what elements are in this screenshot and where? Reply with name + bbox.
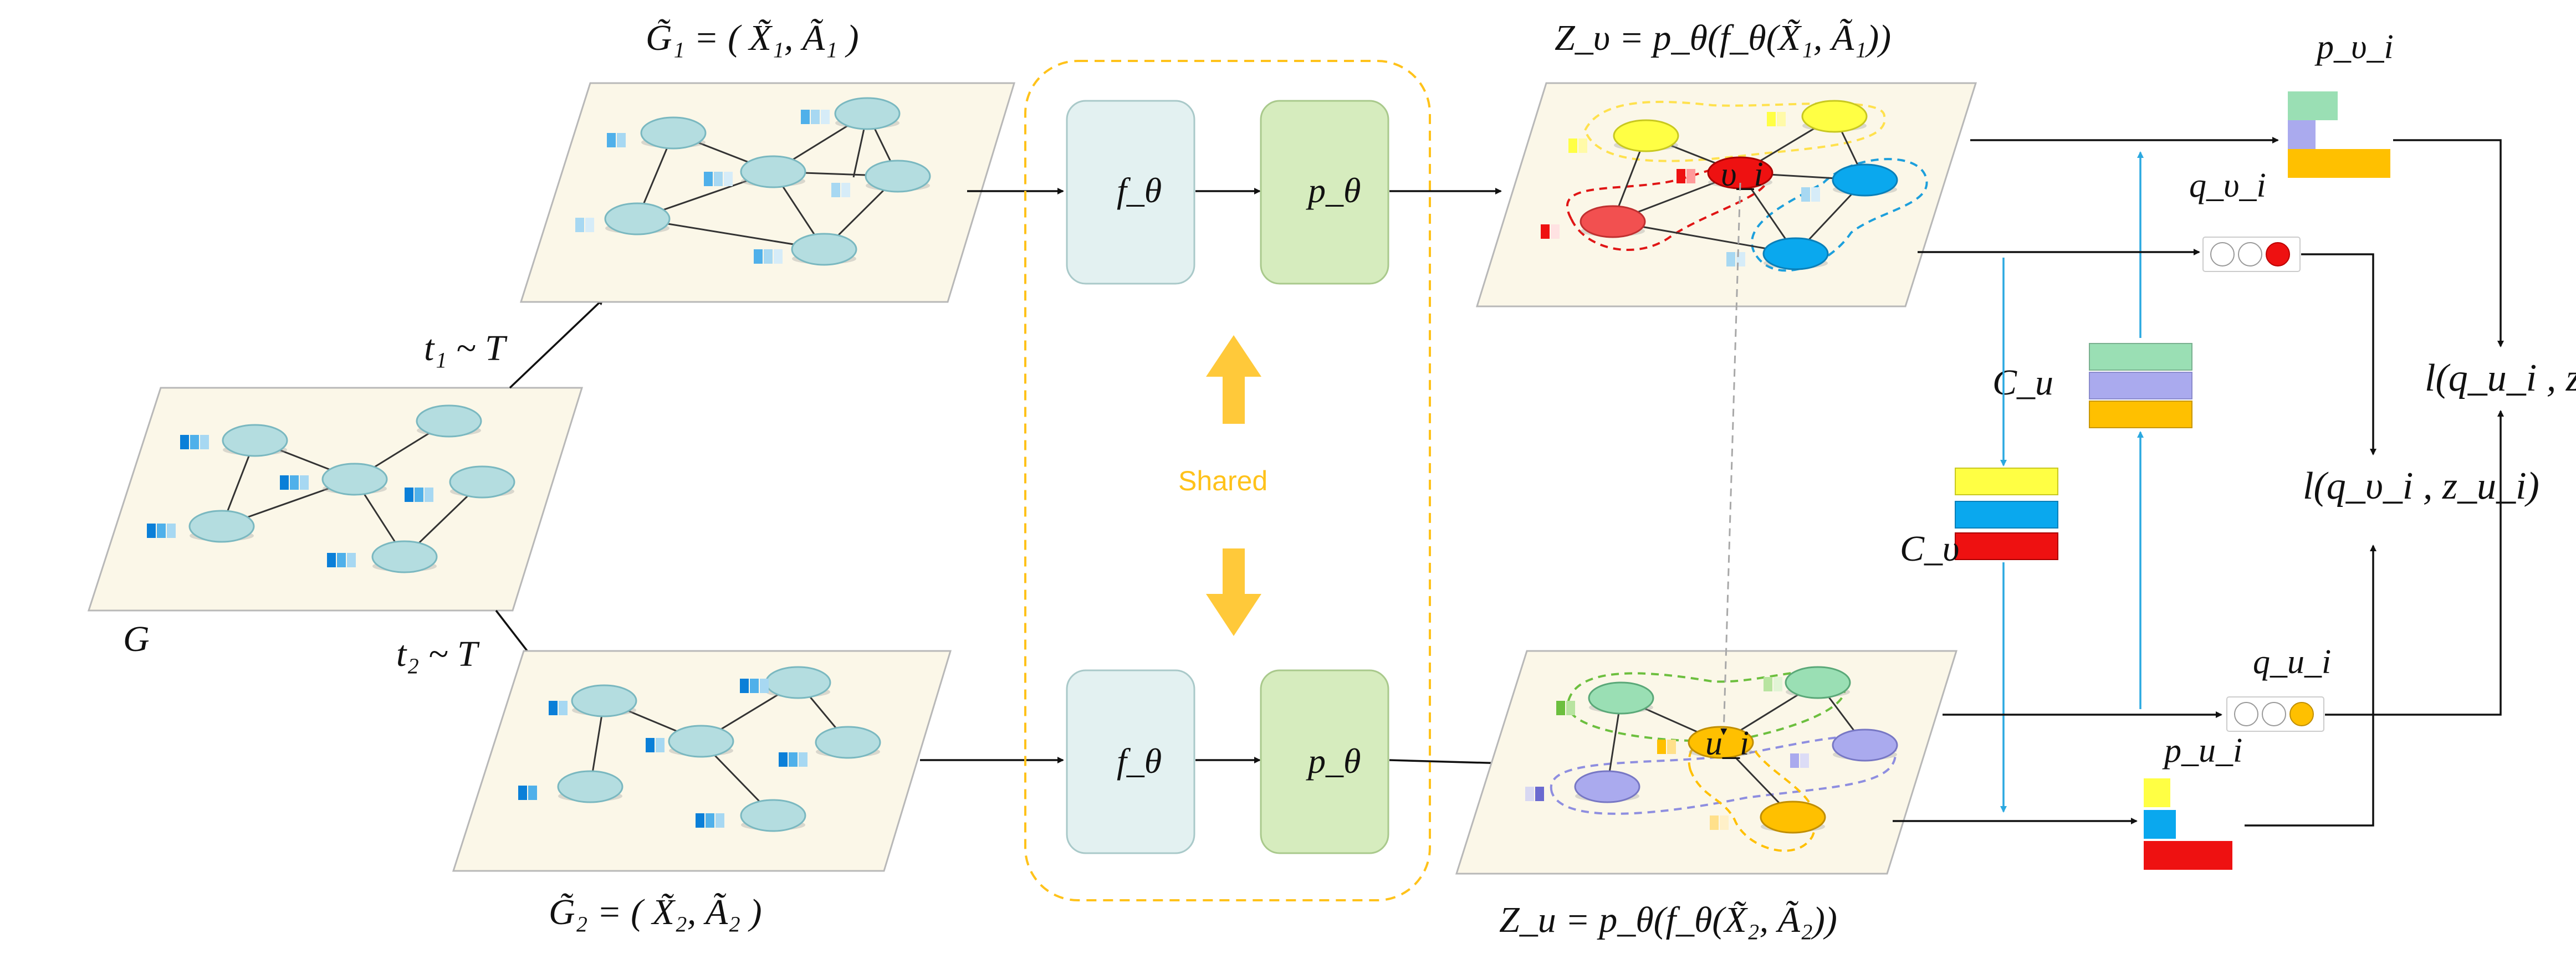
graph-G-features	[147, 435, 433, 567]
graph-G2: G̃₂ = ( X̃₂, Ã₂ )	[452, 650, 952, 932]
cluster-centers-Cu: C_u	[1992, 343, 2192, 428]
wire-qv-to-loss2	[2301, 253, 2376, 455]
graph-G1-features	[575, 110, 850, 264]
label-t2: t₂ ~ T	[396, 634, 480, 674]
graph-G1-nodes	[604, 97, 931, 266]
assignment-q-vi: q_υ_i	[2189, 167, 2301, 272]
label-p-vi: p_υ_i	[2314, 28, 2394, 66]
Zv-features	[1541, 112, 1820, 266]
label-p-ui: p_u_i	[2162, 732, 2242, 770]
encoder-bottom: f_θ	[1066, 669, 1195, 854]
wire-qu-to-loss1	[2325, 410, 2504, 716]
projector-top-label: p_θ	[1306, 171, 1361, 210]
loss-term-2: l(q_υ_i , z_u_i)	[2303, 465, 2539, 507]
shared-down-arrow	[1206, 548, 1261, 636]
Zv-nodes	[1580, 100, 1898, 270]
assignment-q-ui: q_u_i	[2226, 643, 2331, 732]
encoder-bottom-label: f_θ	[1117, 741, 1162, 781]
label-q-ui: q_u_i	[2253, 643, 2331, 681]
encoder-top-label: f_θ	[1117, 171, 1162, 210]
embedding-Zv: υ_i Z_υ = p_θ(f_θ(X̃₁, Ã₁))	[1475, 18, 1977, 307]
graph-G2-nodes	[557, 666, 881, 832]
prediction-p-ui: p_u_i	[2144, 732, 2242, 870]
graph-G: G	[87, 387, 584, 659]
arrow-projector-to-Zu	[1389, 759, 1507, 767]
encoder-top: f_θ	[1066, 100, 1195, 285]
Zu-nodes	[1574, 666, 1898, 834]
label-q-vi: q_υ_i	[2189, 167, 2266, 204]
shared-module: f_θ p_θ f_θ p_θ Shared	[1024, 60, 1431, 901]
Zu-features	[1525, 677, 1809, 830]
cluster-centers-Cv: C_υ	[1900, 468, 2058, 569]
arrow-G-to-G1	[509, 298, 604, 389]
label-Cu: C_u	[1992, 362, 2053, 403]
graph-G1: G̃₁ = ( X̃₁, Ã₁ )	[519, 18, 1016, 303]
shared-up-arrow	[1206, 335, 1261, 424]
node-correspondence-line	[1720, 182, 1741, 735]
label-Cv: C_υ	[1900, 529, 1959, 569]
label-G1: G̃₁ = ( X̃₁, Ã₁ )	[646, 18, 859, 58]
label-G2: G̃₂ = ( X̃₂, Ã₂ )	[549, 892, 762, 932]
loss-term-1: l(q_u_i , z_υ_i)	[2425, 357, 2576, 399]
shared-boundary	[1024, 60, 1431, 901]
label-Zu: Z_u = p_θ(f_θ(X̃₂, Ã₂))	[1499, 900, 1837, 940]
graph-G2-features	[518, 679, 807, 828]
projector-bottom: p_θ	[1260, 669, 1389, 854]
shared-label: Shared	[1178, 465, 1267, 496]
label-G: G	[123, 619, 150, 659]
prediction-p-vi: p_υ_i	[2288, 28, 2394, 178]
label-t1: t₁ ~ T	[424, 328, 508, 368]
graph-G-nodes	[188, 404, 515, 573]
embedding-Zu: u_i Z_u = p_θ(f_θ(X̃₂, Ã₂))	[1455, 650, 1958, 940]
projector-top: p_θ	[1260, 100, 1389, 285]
label-Zv: Z_υ = p_θ(f_θ(X̃₁, Ã₁))	[1555, 18, 1891, 58]
label-ui: u_i	[1705, 725, 1749, 762]
wire-pv-to-loss1	[2393, 139, 2504, 347]
wire-pu-to-loss2	[2245, 545, 2376, 827]
projector-bottom-label: p_θ	[1306, 741, 1361, 781]
label-vi: υ_i	[1721, 156, 1764, 193]
